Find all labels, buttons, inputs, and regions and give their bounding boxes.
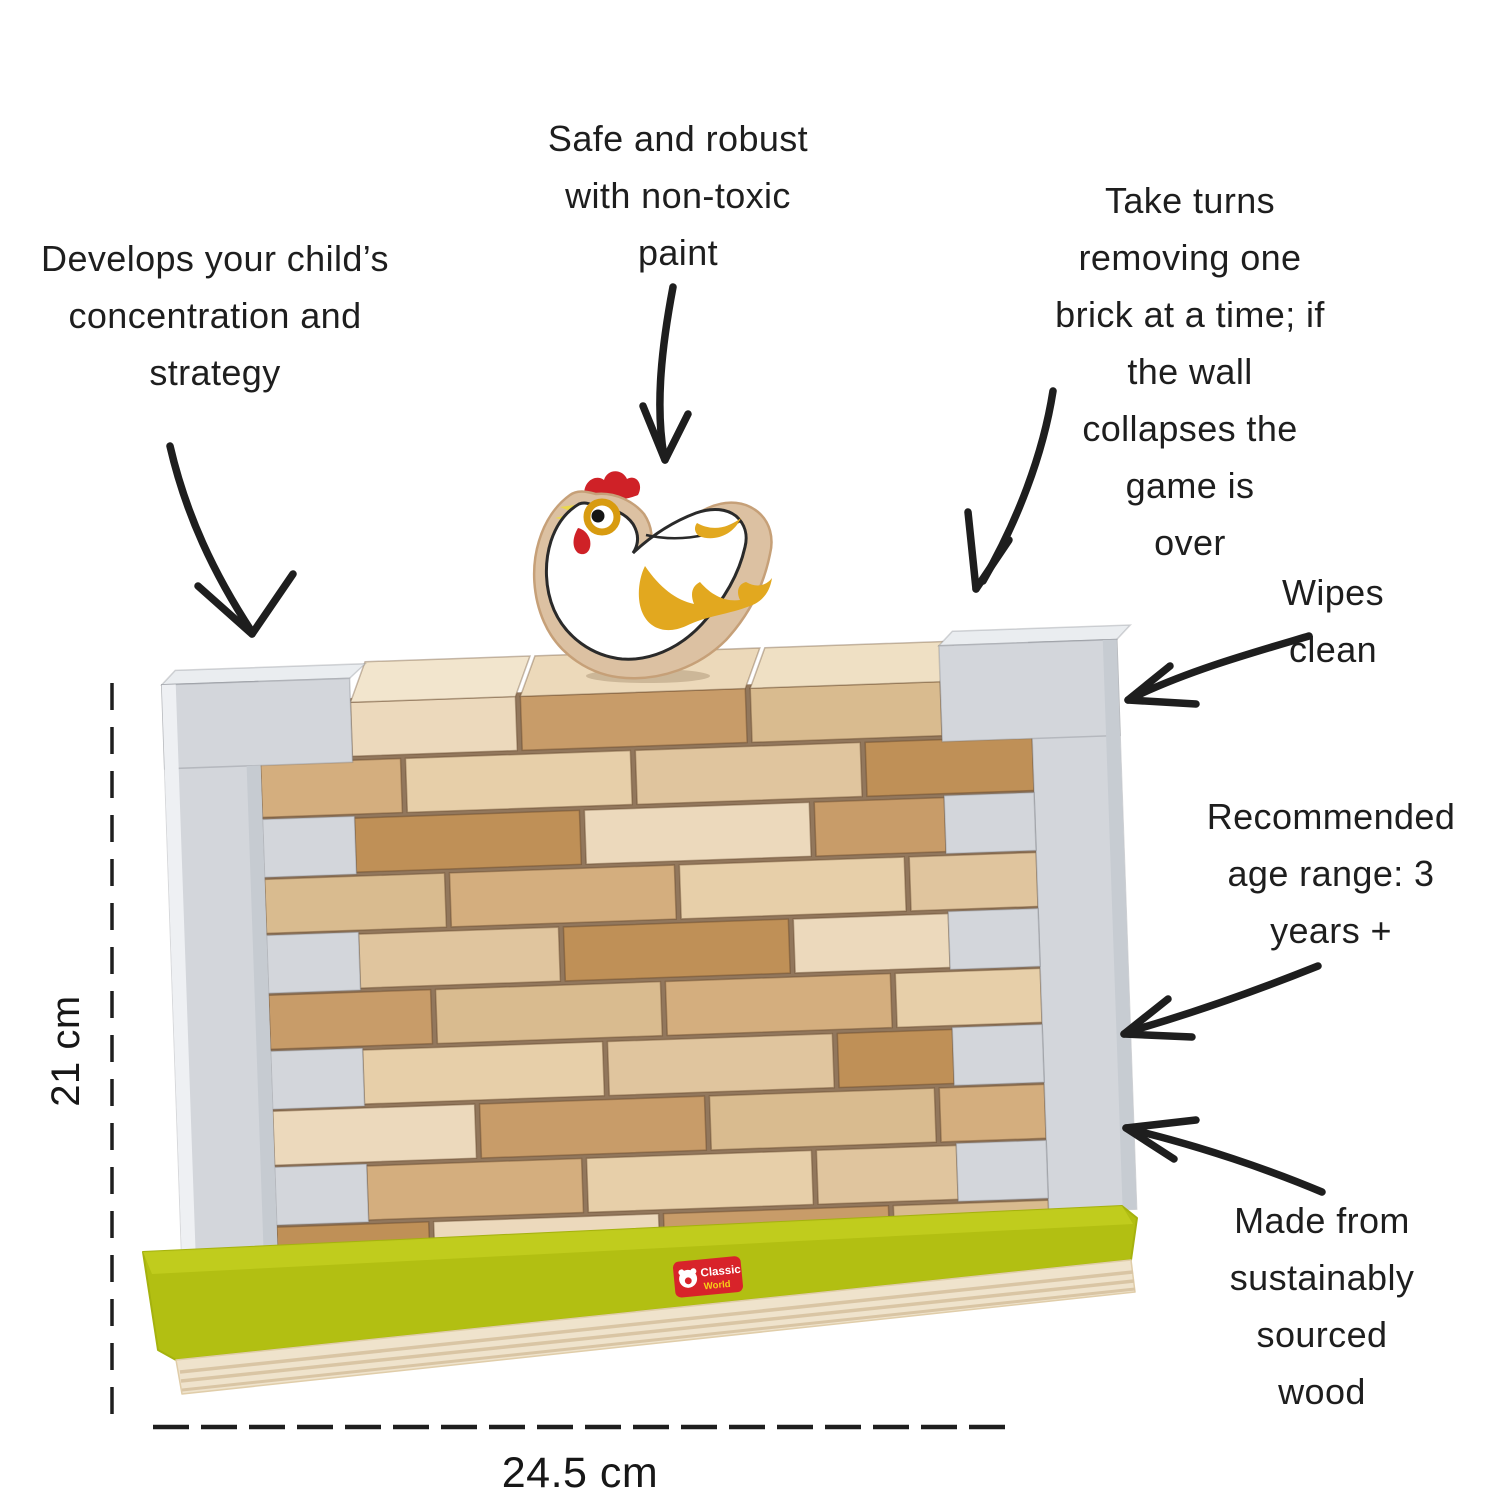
right-post-tooth [955,1139,1049,1203]
brick [708,1087,937,1151]
left-post-tooth [273,1163,370,1226]
annotation-develops: Develops your child’s concentration and … [41,238,389,393]
left-post-shade [246,765,280,1299]
brand-logo: Classic World [672,1256,744,1298]
brick [361,1040,606,1105]
brand-logo-line2: World [703,1279,731,1293]
arrow-age-icon [1120,962,1322,1041]
brick [562,918,791,982]
brick-top [749,640,956,690]
arrow-take-turns-icon [964,387,1057,593]
plywood-stripe [179,1270,1134,1374]
brand-logo-line1: Classic [700,1264,742,1280]
left-post-tooth [261,815,358,879]
brick [267,988,434,1051]
right-post-tooth [943,791,1037,855]
brick [585,1149,815,1214]
chicken-wing [638,566,772,631]
brick [836,1028,955,1089]
brick [678,856,907,920]
brick [404,749,633,814]
arrow-wipes-icon [1124,632,1313,708]
annotation-arrows [166,283,1326,1196]
brick [519,687,748,752]
annotation-sourced-wood: Made from sustainably sourced wood [1229,1200,1415,1412]
plywood-stripe [181,1287,1136,1392]
chicken-figure [532,471,773,683]
width-dimension-label: 24.5 cm [501,1449,659,1497]
brick [664,972,893,1037]
brick [864,735,1035,798]
brick [634,741,863,806]
brick [908,851,1039,912]
base-plywood-edge [175,1259,1136,1395]
bear-muzzle [684,1277,692,1285]
brick [792,912,951,974]
chicken-eye-pupil [591,509,605,523]
annotation-wipes-clean: Wipes clean [1281,572,1385,670]
base-top-surface [143,1206,1133,1274]
brick [353,809,583,873]
arrow-safe-icon [639,283,692,464]
annotation-age-range: Recommended age range: 3 years + [1206,796,1456,951]
brick [583,801,812,865]
arrow-develops-icon [166,442,297,638]
brick [448,864,678,928]
plywood-stripe [180,1279,1135,1383]
brick [365,1157,585,1221]
bear-ear-icon [690,1268,697,1275]
arrow-wood-icon [1122,1116,1326,1196]
annotation-safe: Safe and robust with non-toxic paint [547,118,809,273]
brick [357,926,562,989]
right-post-shade [1102,639,1137,1210]
brick [349,695,519,758]
right-post-tooth [951,1023,1045,1087]
height-dimension-label: 21 cm [44,995,88,1107]
brick [434,980,664,1045]
chicken-wattle [573,528,591,555]
brick-wall [159,624,1138,1303]
left-post-highlight [161,684,198,1302]
bear-ear-icon [678,1269,685,1276]
base-board: Classic World [142,1205,1138,1395]
brick-top [349,655,532,704]
brick [813,796,947,857]
right-post-tooth [947,907,1041,971]
brick [749,680,943,744]
left-post-cap [160,677,354,770]
right-end-post [937,624,1138,1214]
brick [606,1032,835,1097]
brick [478,1095,708,1159]
left-post-tooth [269,1047,366,1111]
right-post-cap [938,638,1121,743]
brick [894,967,1043,1029]
left-post-tooth [265,931,362,995]
brick [263,872,448,935]
chicken-tail-mark [694,518,741,539]
brick [938,1083,1047,1143]
brick [259,757,404,819]
brick [815,1144,959,1206]
annotation-take-turns: Take turns removing one brick at a time;… [1055,180,1325,563]
brick [271,1103,478,1166]
